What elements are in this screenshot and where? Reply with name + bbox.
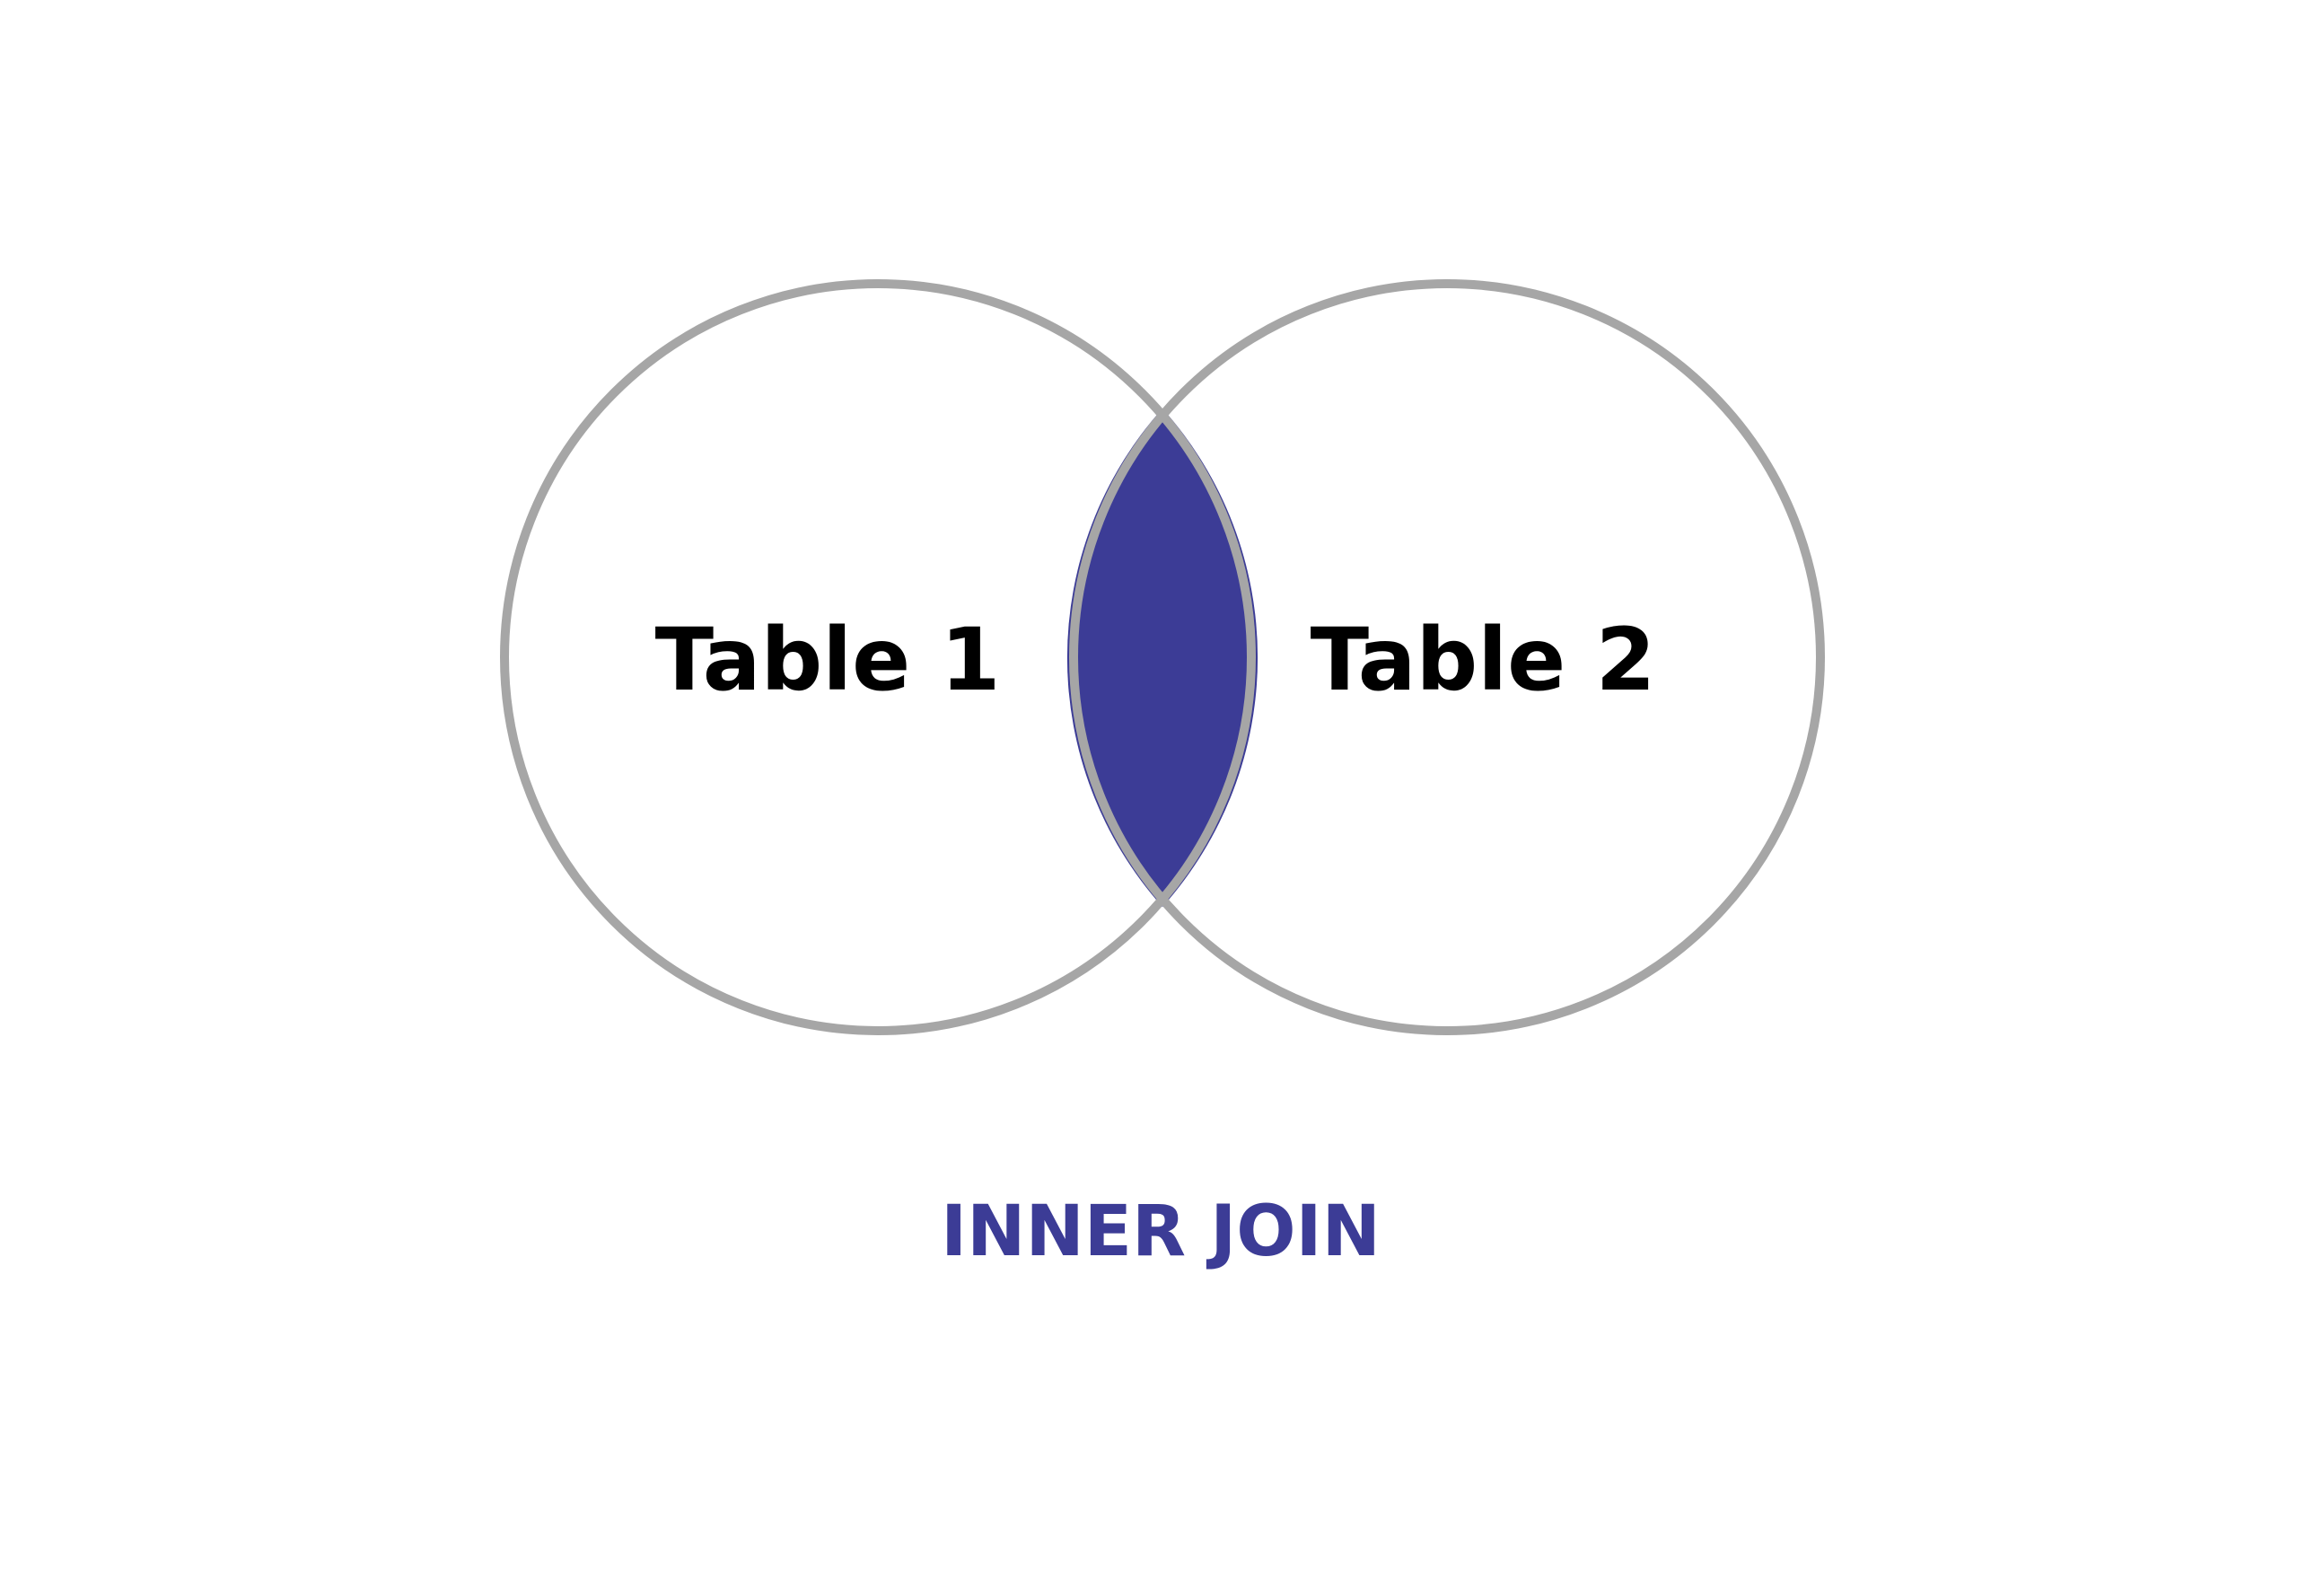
- join-type-caption: INNER JOIN: [941, 1191, 1381, 1272]
- table-2-circle: [1069, 279, 1825, 1035]
- table-2-label: Table 2: [1311, 610, 1656, 710]
- intersection-region: [1066, 409, 1258, 907]
- table-1-circle: [500, 279, 1256, 1035]
- table-1-label: Table 1: [655, 610, 1001, 710]
